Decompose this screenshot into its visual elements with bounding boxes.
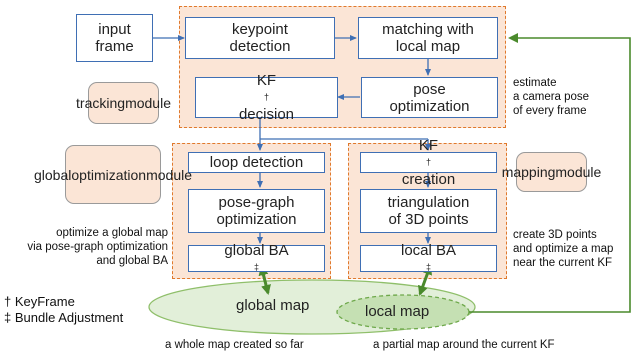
pose-line2: optimization <box>389 97 470 115</box>
global-opt-line2: optimization <box>71 166 147 183</box>
legend-bundle-adjustment: ‡ Bundle Adjustment <box>4 310 124 325</box>
global-annot-2: via pose-graph optimization <box>27 241 168 253</box>
kf-decision-text: decision <box>238 106 295 123</box>
kf-creation-label: KF † creation <box>402 137 455 188</box>
mapping-annot-1: create 3D points <box>513 229 597 241</box>
local-ba-label: local BA ‡ <box>401 242 456 276</box>
tracking-annot-1: estimate <box>513 77 557 89</box>
tracking-annotation: estimate a camera pose of every frame <box>513 76 589 118</box>
mapping-annotation: create 3D points and optimize a map near… <box>513 228 613 270</box>
mapping-annot-3: near the current KF <box>513 257 613 269</box>
keypoint-line2: detection <box>229 38 291 55</box>
pose-graph-line1: pose-graph <box>218 194 295 211</box>
tracking-line2: module <box>125 95 171 111</box>
legend-keyframe: † KeyFrame <box>4 294 75 309</box>
loop-detection-label: loop detection <box>209 154 304 171</box>
kf-creation-dagger: † <box>425 157 431 167</box>
local-map-label: local map <box>365 303 430 320</box>
tracking-module-label: trackingmodule <box>76 82 171 124</box>
arrow-kf-decision-split <box>259 118 428 140</box>
tracking-line1: tracking <box>76 95 126 111</box>
keypoint-line1: keypoint <box>232 21 288 38</box>
tracking-annot-2: a camera pose <box>513 91 590 103</box>
local-ba-box: local BA ‡ <box>360 242 497 272</box>
arrow-globalba-globalmap <box>258 265 271 295</box>
input-frame-line2: frame <box>95 38 134 55</box>
pose-graph-line2: optimization <box>216 211 297 228</box>
input-frame-line1: input <box>98 21 131 38</box>
mapping-module-label: mappingmodule <box>502 152 601 192</box>
global-annotation: optimize a global map via pose-graph opt… <box>18 226 168 268</box>
arrow-localmap-feedback <box>469 33 631 313</box>
kf-creation-text: creation <box>401 171 456 188</box>
matching-line1: matching with <box>382 21 474 38</box>
tracking-annot-3: of every frame <box>513 105 587 117</box>
mapping-annot-2: and optimize a map <box>513 243 614 255</box>
pose-line1: pose <box>413 80 446 98</box>
kf-creation-kf: KF <box>418 137 439 154</box>
kf-decision-dagger: † <box>263 92 269 102</box>
legend: † KeyFrame ‡ Bundle Adjustment <box>4 294 123 326</box>
arrow-localba-localmap <box>418 264 433 296</box>
local-ba-text: local BA <box>400 241 457 259</box>
loop-detection-box: loop detection <box>188 152 325 173</box>
global-opt-line1: global <box>34 166 72 183</box>
local-map-caption: a partial map around the current KF <box>373 339 555 351</box>
triangulation-line1: triangulation <box>387 194 470 211</box>
global-ba-box: global BA ‡ <box>188 242 325 272</box>
mapping-line1: mapping <box>501 164 556 180</box>
kf-decision-box: KF † decision <box>195 72 338 123</box>
kf-decision-label: KF † decision <box>239 72 294 123</box>
kf-decision-kf: KF <box>256 72 277 89</box>
local-ba-mark: ‡ <box>425 261 431 272</box>
global-ba-text: global BA <box>224 241 289 259</box>
global-ba-mark: ‡ <box>253 261 259 272</box>
global-annot-1: optimize a global map <box>56 227 168 239</box>
global-annot-3: and global BA <box>96 255 168 267</box>
triangulation-line2: of 3D points <box>388 211 469 228</box>
global-ba-label: global BA ‡ <box>224 242 288 276</box>
matching-line2: local map <box>395 38 461 55</box>
global-map-label: global map <box>236 297 310 314</box>
kf-creation-box: KF † creation <box>360 137 497 188</box>
global-optimization-module-label: globaloptimizationmodule <box>34 145 192 204</box>
mapping-line2: module <box>555 164 602 180</box>
global-opt-line3: module <box>146 166 192 183</box>
global-map-caption: a whole map created so far <box>165 339 304 351</box>
